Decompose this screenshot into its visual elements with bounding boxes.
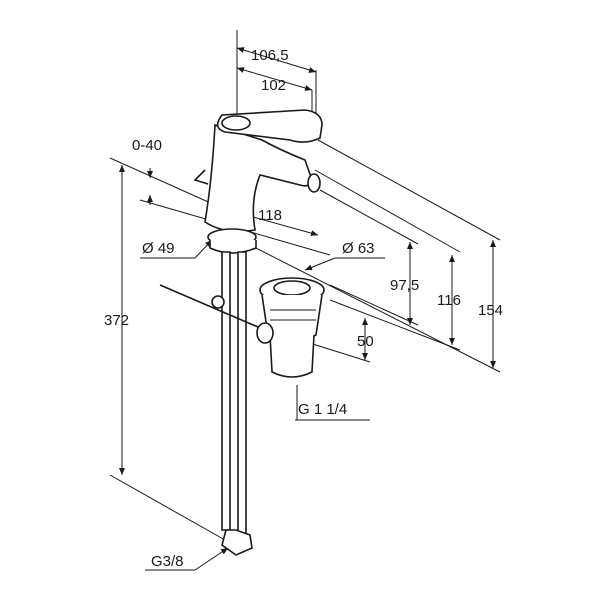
right-dimension-lines xyxy=(249,139,501,373)
dim-116: 116 xyxy=(437,292,461,309)
dim-0-40: 0-40 xyxy=(132,137,162,154)
dim-102: 102 xyxy=(261,77,286,94)
dim-diameter-49: Ø 49 xyxy=(142,240,175,257)
dim-diameter-63: Ø 63 xyxy=(342,240,375,257)
dim-154: 154 xyxy=(478,302,503,319)
dim-97-5: 97,5 xyxy=(390,277,419,294)
pop-up-waste xyxy=(256,277,325,378)
supply-hoses xyxy=(221,251,253,556)
dim-118: 118 xyxy=(258,207,282,224)
dim-106-5: 106,5 xyxy=(251,47,289,64)
dim-g-1-1-4: G 1 1/4 xyxy=(298,401,347,418)
dim-50: 50 xyxy=(357,333,374,350)
drain-rod xyxy=(159,284,266,331)
dim-g3-8: G3/8 xyxy=(151,553,184,570)
top-dimension-lines xyxy=(236,30,317,140)
faucet-body xyxy=(193,109,323,254)
left-dimension-lines xyxy=(109,157,385,571)
dim-372: 372 xyxy=(104,312,129,329)
